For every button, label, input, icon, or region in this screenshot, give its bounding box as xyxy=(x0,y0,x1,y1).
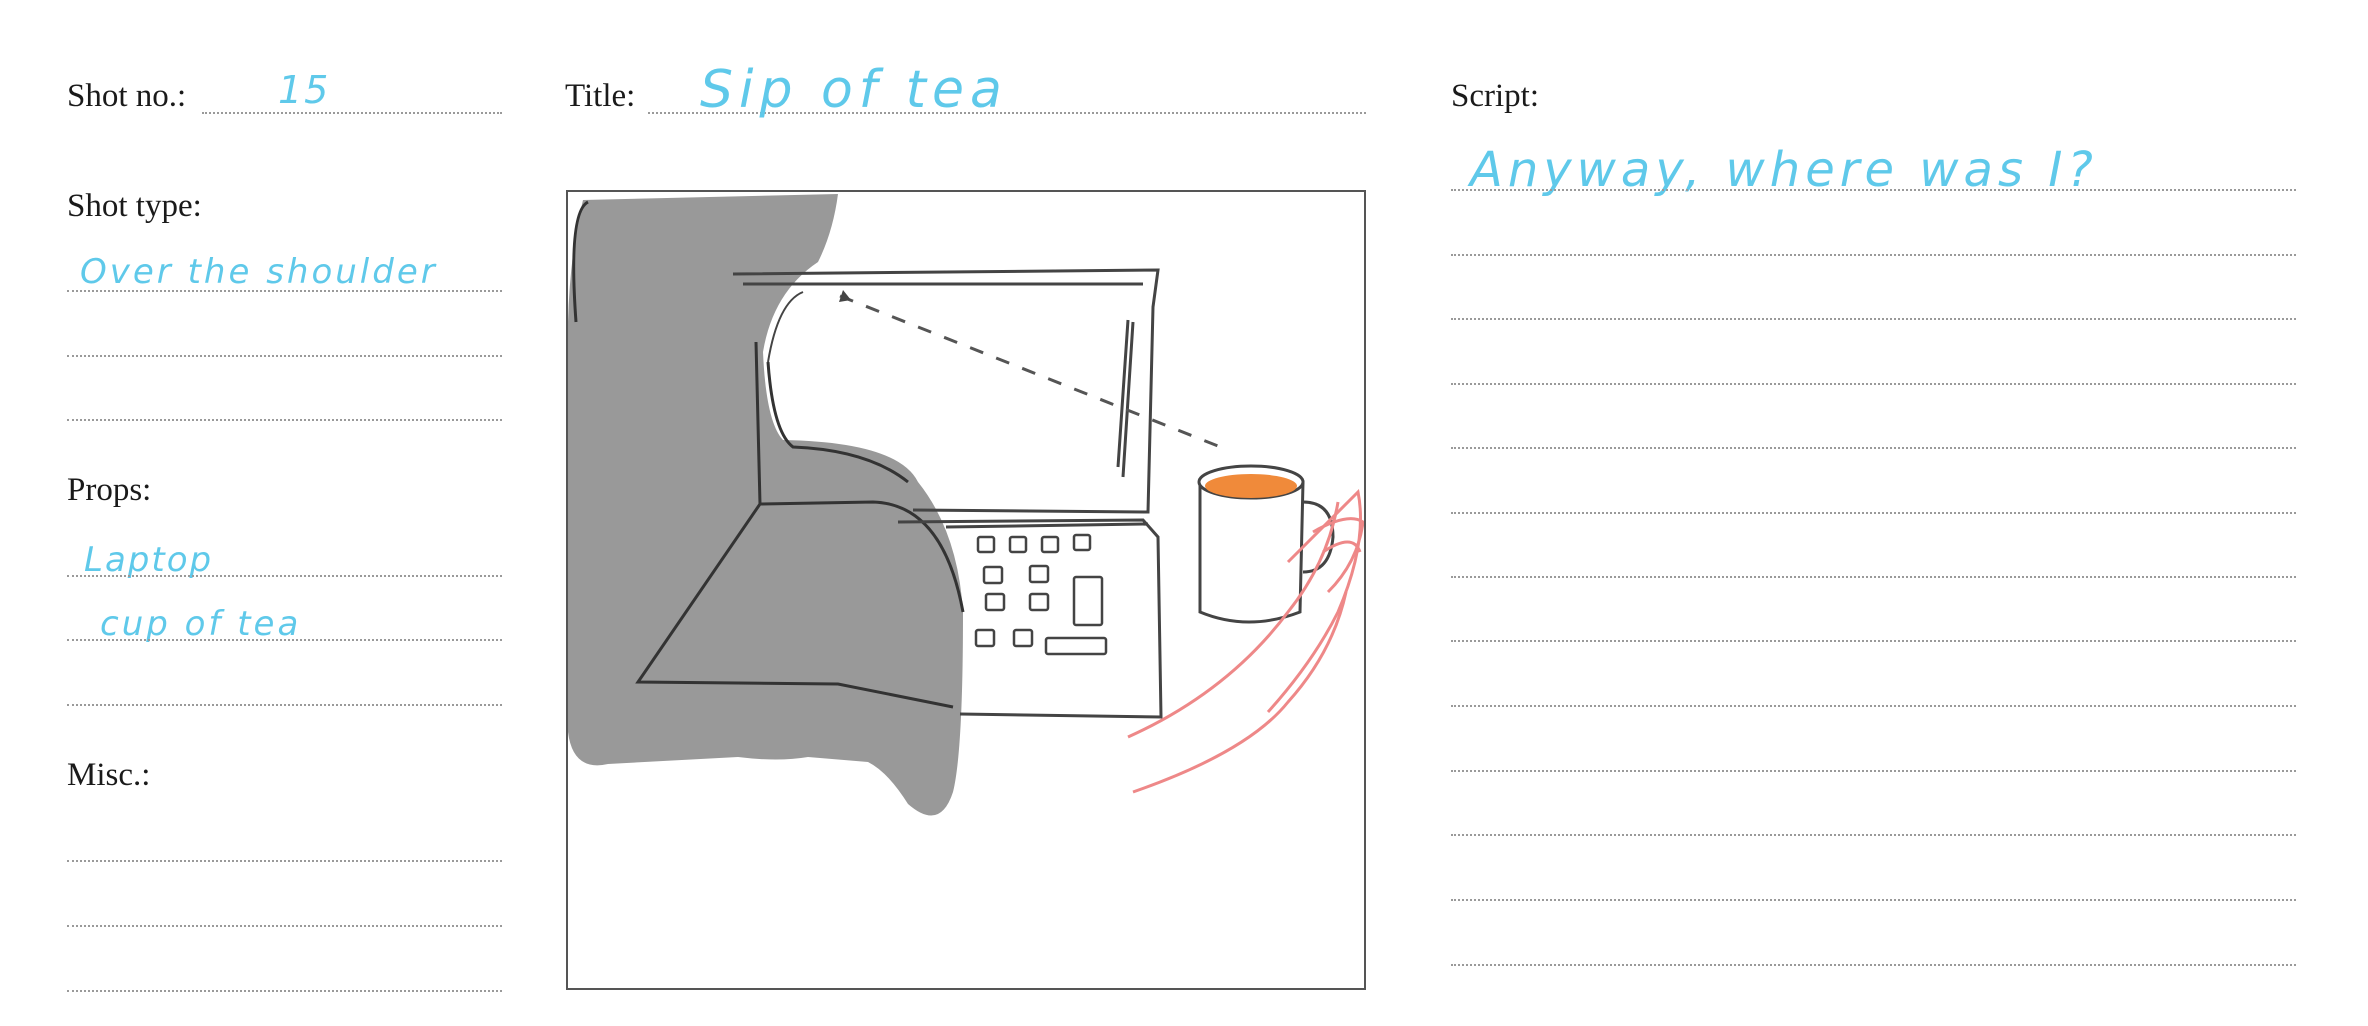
script-line-1-value[interactable]: Anyway, where was I? xyxy=(1470,142,2098,198)
props-line-3 xyxy=(67,704,502,706)
storyboard-sketch xyxy=(568,194,1364,816)
title-line xyxy=(648,112,1366,114)
storyboard-frame[interactable] xyxy=(566,190,1366,990)
shot-type-label: Shot type: xyxy=(67,188,202,224)
script-line-1 xyxy=(1451,189,2296,191)
script-line-5 xyxy=(1451,447,2296,449)
tea-cup xyxy=(1197,464,1335,624)
shot-type-line-1 xyxy=(67,290,502,292)
misc-line-3 xyxy=(67,990,502,992)
keyboard-keys xyxy=(974,533,1108,656)
script-line-4 xyxy=(1451,383,2296,385)
script-line-10 xyxy=(1451,770,2296,772)
misc-line-1 xyxy=(67,860,502,862)
shot-no-value[interactable]: 15 xyxy=(278,68,331,112)
title-value[interactable]: Sip of tea xyxy=(700,60,1008,120)
shot-no-line xyxy=(202,112,502,114)
script-label: Script: xyxy=(1451,78,1539,114)
chair-outline xyxy=(572,200,965,709)
cursor-icon xyxy=(839,290,851,302)
props-label: Props: xyxy=(67,472,152,508)
props-line-1 xyxy=(67,575,502,577)
props-value-2[interactable]: cup of tea xyxy=(100,604,302,644)
laptop-screen xyxy=(732,268,1160,514)
dashed-guide xyxy=(839,294,1229,452)
shot-type-line-2 xyxy=(67,355,502,357)
props-line-2 xyxy=(67,639,502,641)
script-line-12 xyxy=(1451,899,2296,901)
laptop-screen-inner xyxy=(767,291,804,363)
script-line-3 xyxy=(1451,318,2296,320)
script-line-9 xyxy=(1451,705,2296,707)
shot-type-line-3 xyxy=(67,419,502,421)
shot-type-value[interactable]: Over the shoulder xyxy=(80,252,438,292)
shot-no-label: Shot no.: xyxy=(67,78,187,114)
title-label: Title: xyxy=(565,78,636,114)
script-line-6 xyxy=(1451,512,2296,514)
laptop-base xyxy=(897,518,1163,719)
script-line-8 xyxy=(1451,640,2296,642)
props-value-1[interactable]: Laptop xyxy=(84,540,214,580)
misc-label: Misc.: xyxy=(67,757,151,793)
arm-sketch xyxy=(1127,488,1364,794)
script-line-13 xyxy=(1451,964,2296,966)
misc-line-2 xyxy=(67,925,502,927)
script-line-7 xyxy=(1451,576,2296,578)
script-line-11 xyxy=(1451,834,2296,836)
script-line-2 xyxy=(1451,254,2296,256)
